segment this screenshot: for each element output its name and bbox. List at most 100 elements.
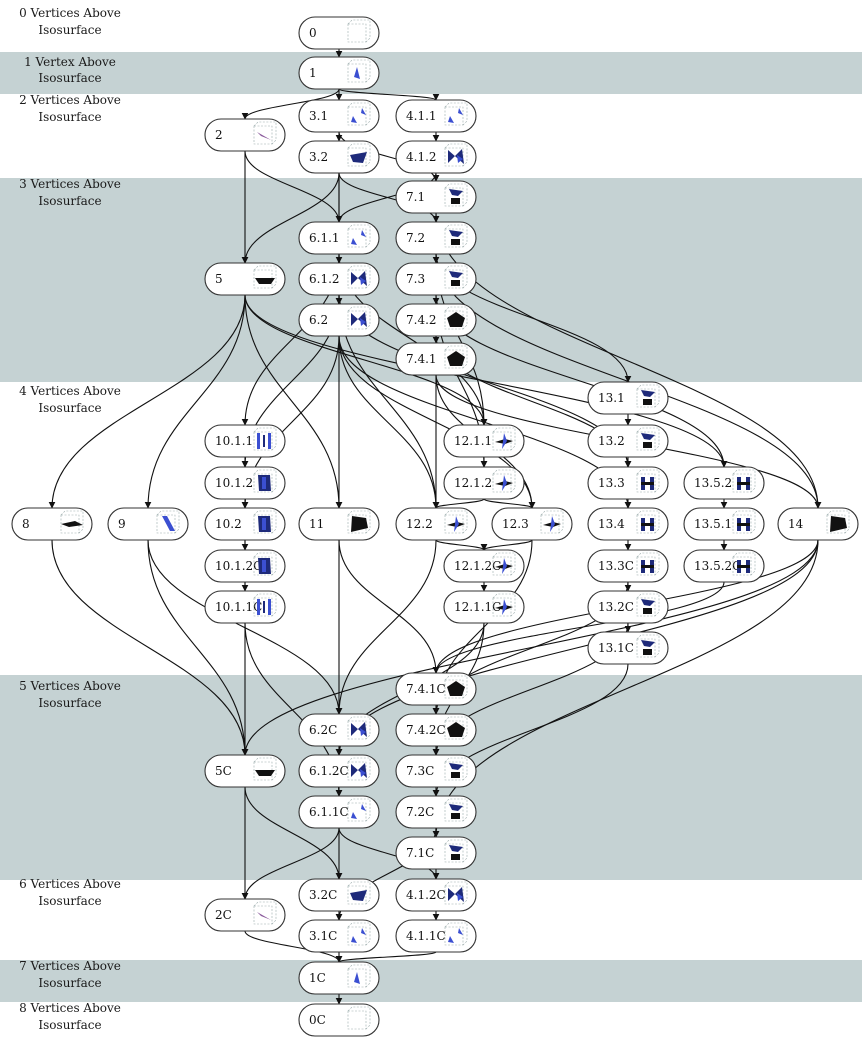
case-node: 12.2 xyxy=(395,507,477,541)
cube-outline xyxy=(636,510,660,534)
cube-outline xyxy=(492,473,512,493)
case-glyph-shape xyxy=(360,769,366,777)
case-node-box xyxy=(777,507,859,541)
case-node: 5 xyxy=(204,262,286,296)
cube-outline xyxy=(444,802,464,822)
case-node: 0 xyxy=(298,16,380,50)
band-label-line: 0 Vertices Above xyxy=(19,6,121,20)
cube-outline xyxy=(444,106,464,126)
case-node-label: 0 xyxy=(309,26,317,40)
cube-outline xyxy=(492,597,512,617)
case-glyph-shape xyxy=(451,198,460,204)
case-node-label: 12.1.1C xyxy=(454,600,501,614)
cube-outline xyxy=(444,224,468,248)
cube-outline xyxy=(347,63,367,83)
cube-outline xyxy=(636,473,656,493)
cube-outline xyxy=(347,798,371,822)
case-node: 7.1C xyxy=(395,836,477,870)
cube-outline xyxy=(253,510,277,534)
edge-arrow xyxy=(241,88,340,120)
case-node-label: 13.2 xyxy=(598,434,625,448)
case-node: 12.1.1 xyxy=(443,424,525,458)
case-glyph-shape xyxy=(449,230,463,237)
case-glyph-shape xyxy=(255,278,275,284)
case-glyph-shape xyxy=(448,936,454,943)
cube-outline xyxy=(444,143,468,167)
case-glyph-shape xyxy=(360,277,366,285)
cube-outline xyxy=(253,901,277,925)
case-node-label: 4.1.2 xyxy=(406,150,437,164)
case-node: 7.4.1 xyxy=(395,342,477,376)
case-node-box xyxy=(395,180,477,214)
case-glyph-shape xyxy=(449,271,463,278)
case-node-label: 6.1.2C xyxy=(309,764,349,778)
cube-outline xyxy=(444,102,468,126)
case-node-box xyxy=(395,140,477,174)
cube-outline xyxy=(732,552,756,576)
case-node-label: 5C xyxy=(215,764,232,778)
cube-outline xyxy=(253,905,273,925)
cube-outline xyxy=(636,384,660,408)
case-glyph-shape xyxy=(502,433,507,449)
case-node-box xyxy=(587,507,669,541)
case-node: 10.1.2 xyxy=(204,466,286,500)
cube-outline xyxy=(347,306,371,330)
case-glyph-shape xyxy=(737,523,750,526)
cube-outline xyxy=(347,802,367,822)
case-node-box xyxy=(298,507,380,541)
edge-arrow xyxy=(244,294,488,426)
cube-outline xyxy=(636,597,656,617)
case-node-box xyxy=(298,56,380,90)
cube-outline xyxy=(156,510,180,534)
band-label-line: Isosurface xyxy=(38,401,101,415)
case-glyph-shape xyxy=(360,728,366,736)
cube-outline xyxy=(253,514,273,534)
case-node-box xyxy=(107,507,189,541)
case-glyph-shape xyxy=(454,516,459,532)
case-node-box xyxy=(395,878,477,912)
cube-outline xyxy=(347,926,367,946)
case-node-box xyxy=(204,424,286,458)
case-node: 4.1.2C xyxy=(395,878,477,912)
band-label-line: Isosurface xyxy=(38,696,101,710)
case-node: 6.1.2C xyxy=(298,754,380,788)
case-node-box xyxy=(298,303,380,337)
cube-outline xyxy=(732,469,756,493)
cube-outline xyxy=(444,349,464,369)
band-shading xyxy=(0,960,862,1002)
case-node-box xyxy=(204,898,286,932)
cube-outline xyxy=(253,552,277,576)
cube-outline xyxy=(347,147,367,167)
case-node-label: 6.2 xyxy=(309,313,328,327)
case-glyph-shape xyxy=(351,116,357,123)
case-glyph-shape xyxy=(643,649,652,655)
edge-arrow xyxy=(244,294,343,509)
case-glyph-shape xyxy=(449,763,463,770)
case-glyph-shape xyxy=(457,155,463,163)
case-node-box xyxy=(587,590,669,624)
case-glyph-shape xyxy=(643,442,652,448)
case-glyph-shape xyxy=(351,812,357,819)
cube-outline xyxy=(253,556,273,576)
case-node-label: 13.1 xyxy=(598,391,625,405)
case-glyph-shape xyxy=(502,475,507,491)
case-glyph-shape xyxy=(451,239,460,245)
edge-arrow xyxy=(48,294,246,509)
cube-outline xyxy=(444,679,464,699)
case-node-box xyxy=(298,754,380,788)
case-node: 13.5.2 xyxy=(683,466,765,500)
case-node-label: 0C xyxy=(309,1013,326,1027)
band-shading xyxy=(0,52,862,94)
case-node-box xyxy=(395,99,477,133)
case-node-label: 1C xyxy=(309,971,326,985)
case-node-label: 12.1.2C xyxy=(454,559,501,573)
case-glyph-shape xyxy=(641,523,654,526)
cube-outline xyxy=(347,59,371,83)
case-node-label: 13.3 xyxy=(598,476,625,490)
cube-outline xyxy=(347,106,367,126)
case-node-label: 6.1.1C xyxy=(309,805,349,819)
case-glyph-shape xyxy=(257,433,260,449)
case-glyph-shape xyxy=(457,893,463,901)
band-label-line: 3 Vertices Above xyxy=(19,177,121,191)
